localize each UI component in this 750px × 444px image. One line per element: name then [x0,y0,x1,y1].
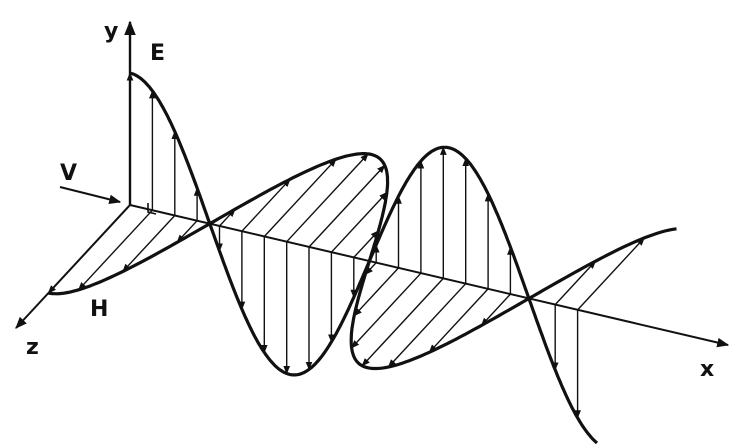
magnetic-field-vector [263,158,337,237]
magnetic-field-vector [47,204,131,294]
x-axis-line [129,204,730,348]
magnetic-field-vector [308,164,386,248]
electric-field-label: E [150,41,165,66]
z-axis-label: z [26,335,39,360]
magnetic-field-vector [330,191,388,253]
magnetic-field-vector [353,267,400,317]
origin-corner-marker [147,203,157,215]
magnetic-field-vector [351,272,422,349]
magnetic-field-vector [353,230,379,258]
magnetic-field-vector [78,209,153,291]
electric-field-vectors [126,72,581,419]
magnetic-field-vector [577,237,645,311]
y-axis-label: y [104,19,118,44]
velocity-arrow [59,186,122,205]
electric-field-wave [129,71,599,444]
magnetic-field-vector [361,277,444,367]
magnetic-field-label: H [90,297,108,322]
magnetic-field-vector [428,288,489,353]
magnetic-field-wave [48,152,677,371]
magnetic-field-vector [241,178,291,232]
magnetic-field-vector [554,260,597,306]
magnetic-field-vector [122,215,176,273]
x-axis-label: x [700,357,714,382]
velocity-label: V [60,161,77,186]
magnetic-field-vector [480,293,511,327]
magnetic-field-vector [286,153,369,243]
magnetic-field-vector [387,283,467,368]
